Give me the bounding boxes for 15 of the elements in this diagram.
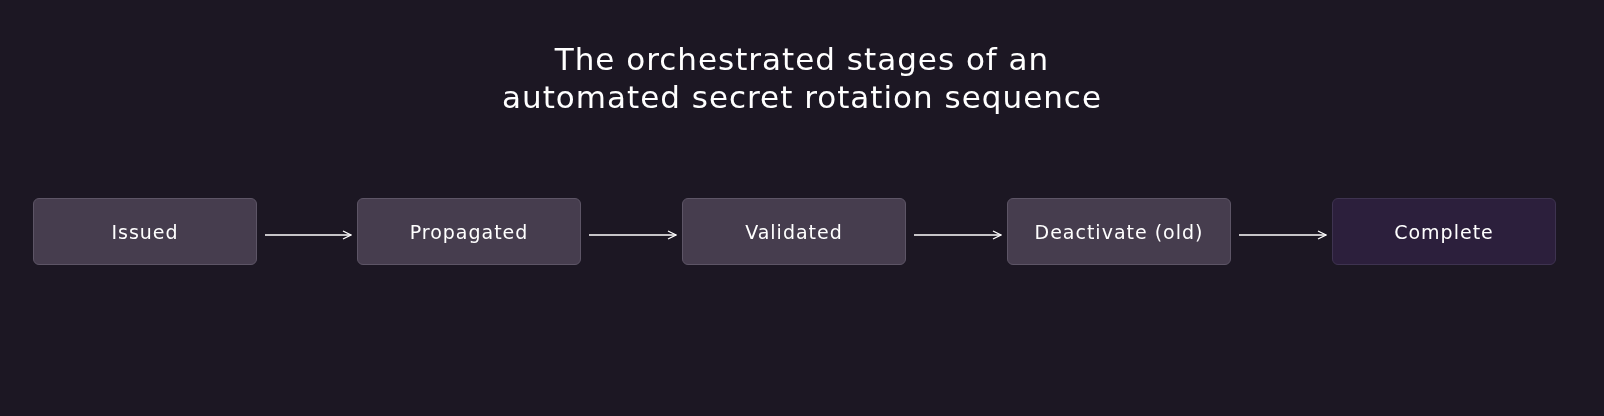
diagram-title: The orchestrated stages of an automated secret rotation sequence — [501, 40, 1103, 116]
stage-label: Propagated — [409, 220, 529, 243]
arrow — [588, 230, 677, 240]
arrow — [913, 230, 1002, 240]
stage-box — [357, 198, 581, 265]
stage-box — [33, 198, 257, 265]
stage-label: Complete — [1394, 220, 1494, 243]
stage-box — [1007, 198, 1231, 265]
stage-box — [682, 198, 906, 265]
arrow — [1238, 230, 1327, 240]
stage-box — [1332, 198, 1556, 265]
arrow — [264, 230, 352, 240]
stage-label: Issued — [111, 220, 179, 243]
stage-label: Validated — [745, 220, 843, 243]
stage-label: Deactivate (old) — [1034, 220, 1204, 243]
